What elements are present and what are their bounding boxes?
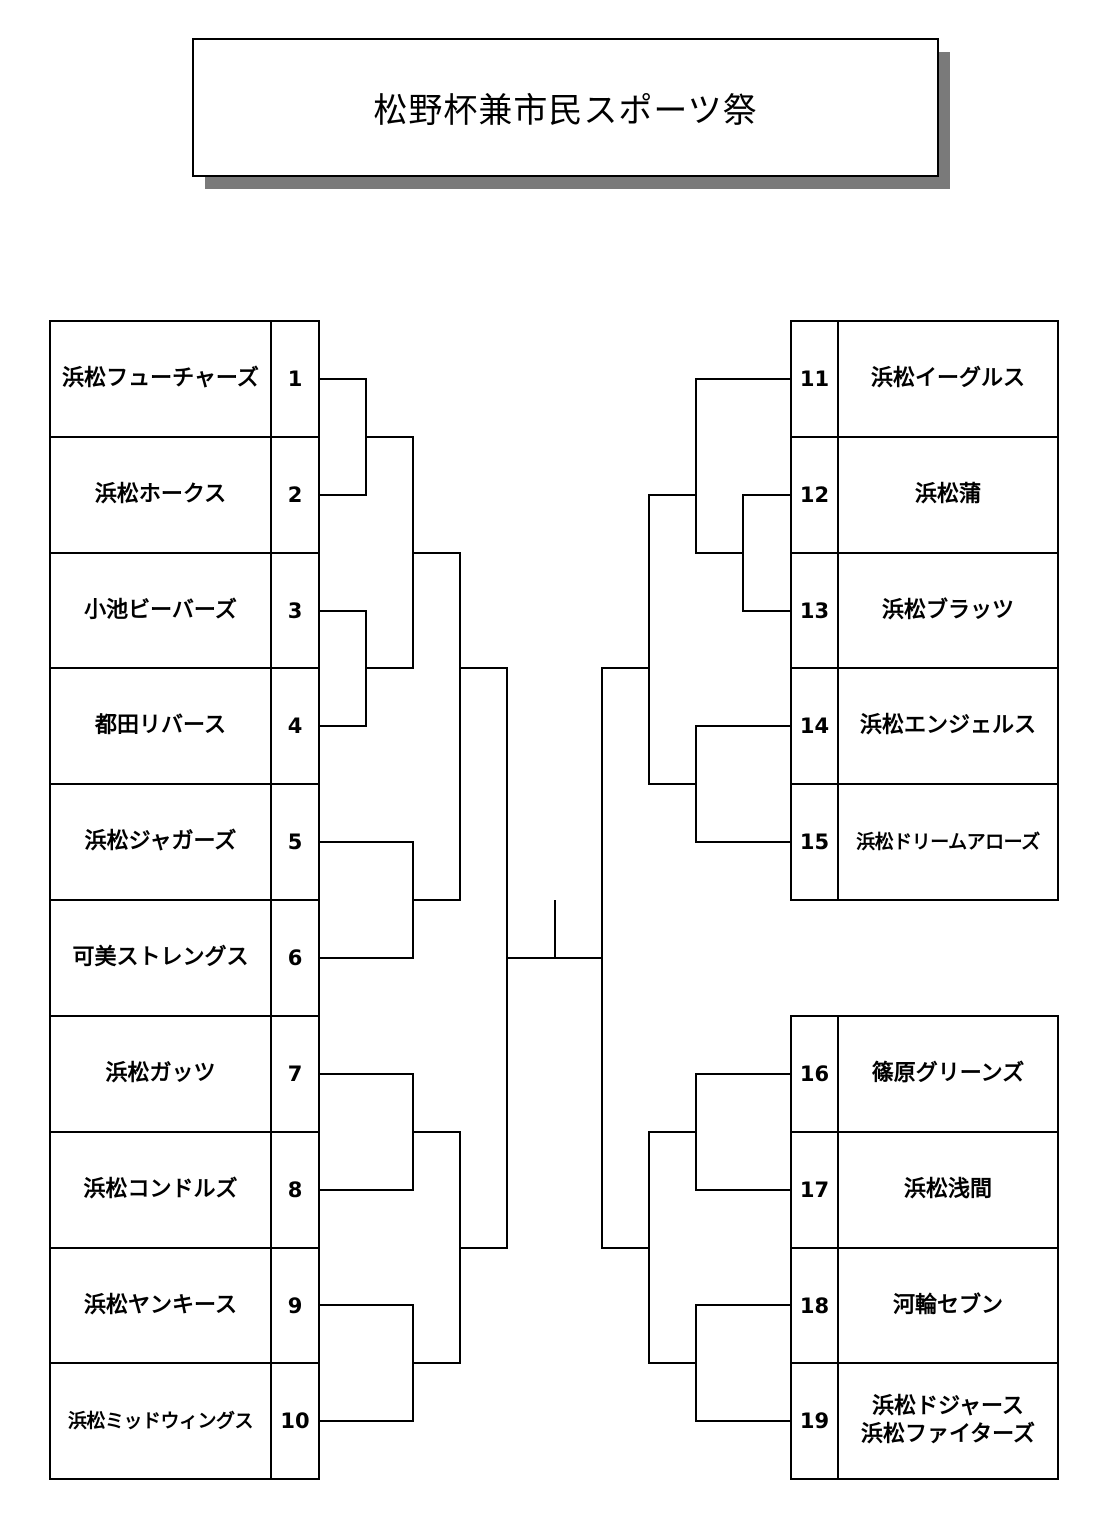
team-number: 8 [287,1178,303,1202]
team-number: 18 [799,1293,830,1318]
team-name: 浜松フューチャーズ [62,366,259,391]
team-name: 浜松浅間 [903,1177,992,1202]
team-name: 浜松ジャガーズ [84,829,237,854]
team-number: 1 [287,367,303,391]
team-number: 15 [799,830,830,854]
bracket-line-12-13 [742,494,791,612]
team-number: 2 [287,483,303,507]
team-number: 4 [287,714,303,738]
team-name: 浜松ホークス [94,482,227,507]
team-name: 浜松コンドルズ [83,1177,238,1202]
team-name: 浜松ヤンキース [84,1292,237,1318]
bracket-line-right-bottom-r3 [648,1131,696,1364]
bracket-line-left-semifinal [460,667,508,1249]
team-number: 16 [799,1062,830,1086]
team-name: 浜松ミッドウィングス [67,1410,254,1432]
team-name: 都田リバース [95,713,226,738]
bracket-line-11-r2 [695,378,791,554]
team-name: 浜松ドジャース 浜松ファイターズ [860,1394,1036,1447]
title-box: 松野杯兼市民スポーツ祭 [192,38,939,177]
right-bottom-table-row-lines [791,1131,1058,1364]
team-number: 5 [287,830,303,854]
team-name: 浜松ドリームアローズ [856,831,1040,853]
team-number: 10 [280,1409,310,1433]
bracket-line-9-10 [319,1304,414,1422]
team-name: 可美ストレングス [72,945,249,970]
bracket-line-r3-lower [413,1131,461,1364]
right-top-table-row-lines [791,436,1058,785]
team-number: 17 [799,1178,830,1202]
bracket-line-5-6 [319,841,414,959]
team-number: 7 [287,1062,303,1086]
team-number: 11 [799,367,830,391]
team-name: 小池ビーバーズ [84,597,237,623]
team-number: 3 [287,598,303,623]
team-name: 浜松ガッツ [105,1061,216,1086]
team-number: 9 [287,1293,303,1318]
bracket-line-right-semifinal [601,667,649,1249]
team-name: 篠原グリーンズ [871,1061,1025,1086]
left-table-row-lines [50,436,319,1364]
bracket-line-1-2 [319,378,367,496]
team-name: 浜松ブラッツ [881,597,1014,623]
bracket-line-right-top-r3 [648,494,696,785]
bracket-line-18-19 [695,1304,791,1422]
bracket-line-7-8 [319,1073,414,1191]
team-number: 19 [799,1409,830,1433]
bracket-line-16-17 [695,1073,791,1191]
bracket-line-3-4 [319,610,367,727]
team-name: 浜松エンジェルス [859,713,1036,738]
team-number: 13 [799,598,830,623]
tournament-title: 松野杯兼市民スポーツ祭 [373,91,758,131]
bracket-line-14-15 [695,725,791,843]
team-name: 河輪セブン [892,1292,1003,1318]
team-name: 浜松蒲 [914,482,981,507]
team-number: 14 [799,714,830,738]
team-number: 12 [799,483,830,507]
bracket-line-r2-upper [366,436,414,669]
team-name: 浜松イーグルス [870,366,1025,391]
team-number: 6 [287,946,303,970]
bracket-line-r3-upper [413,552,461,901]
